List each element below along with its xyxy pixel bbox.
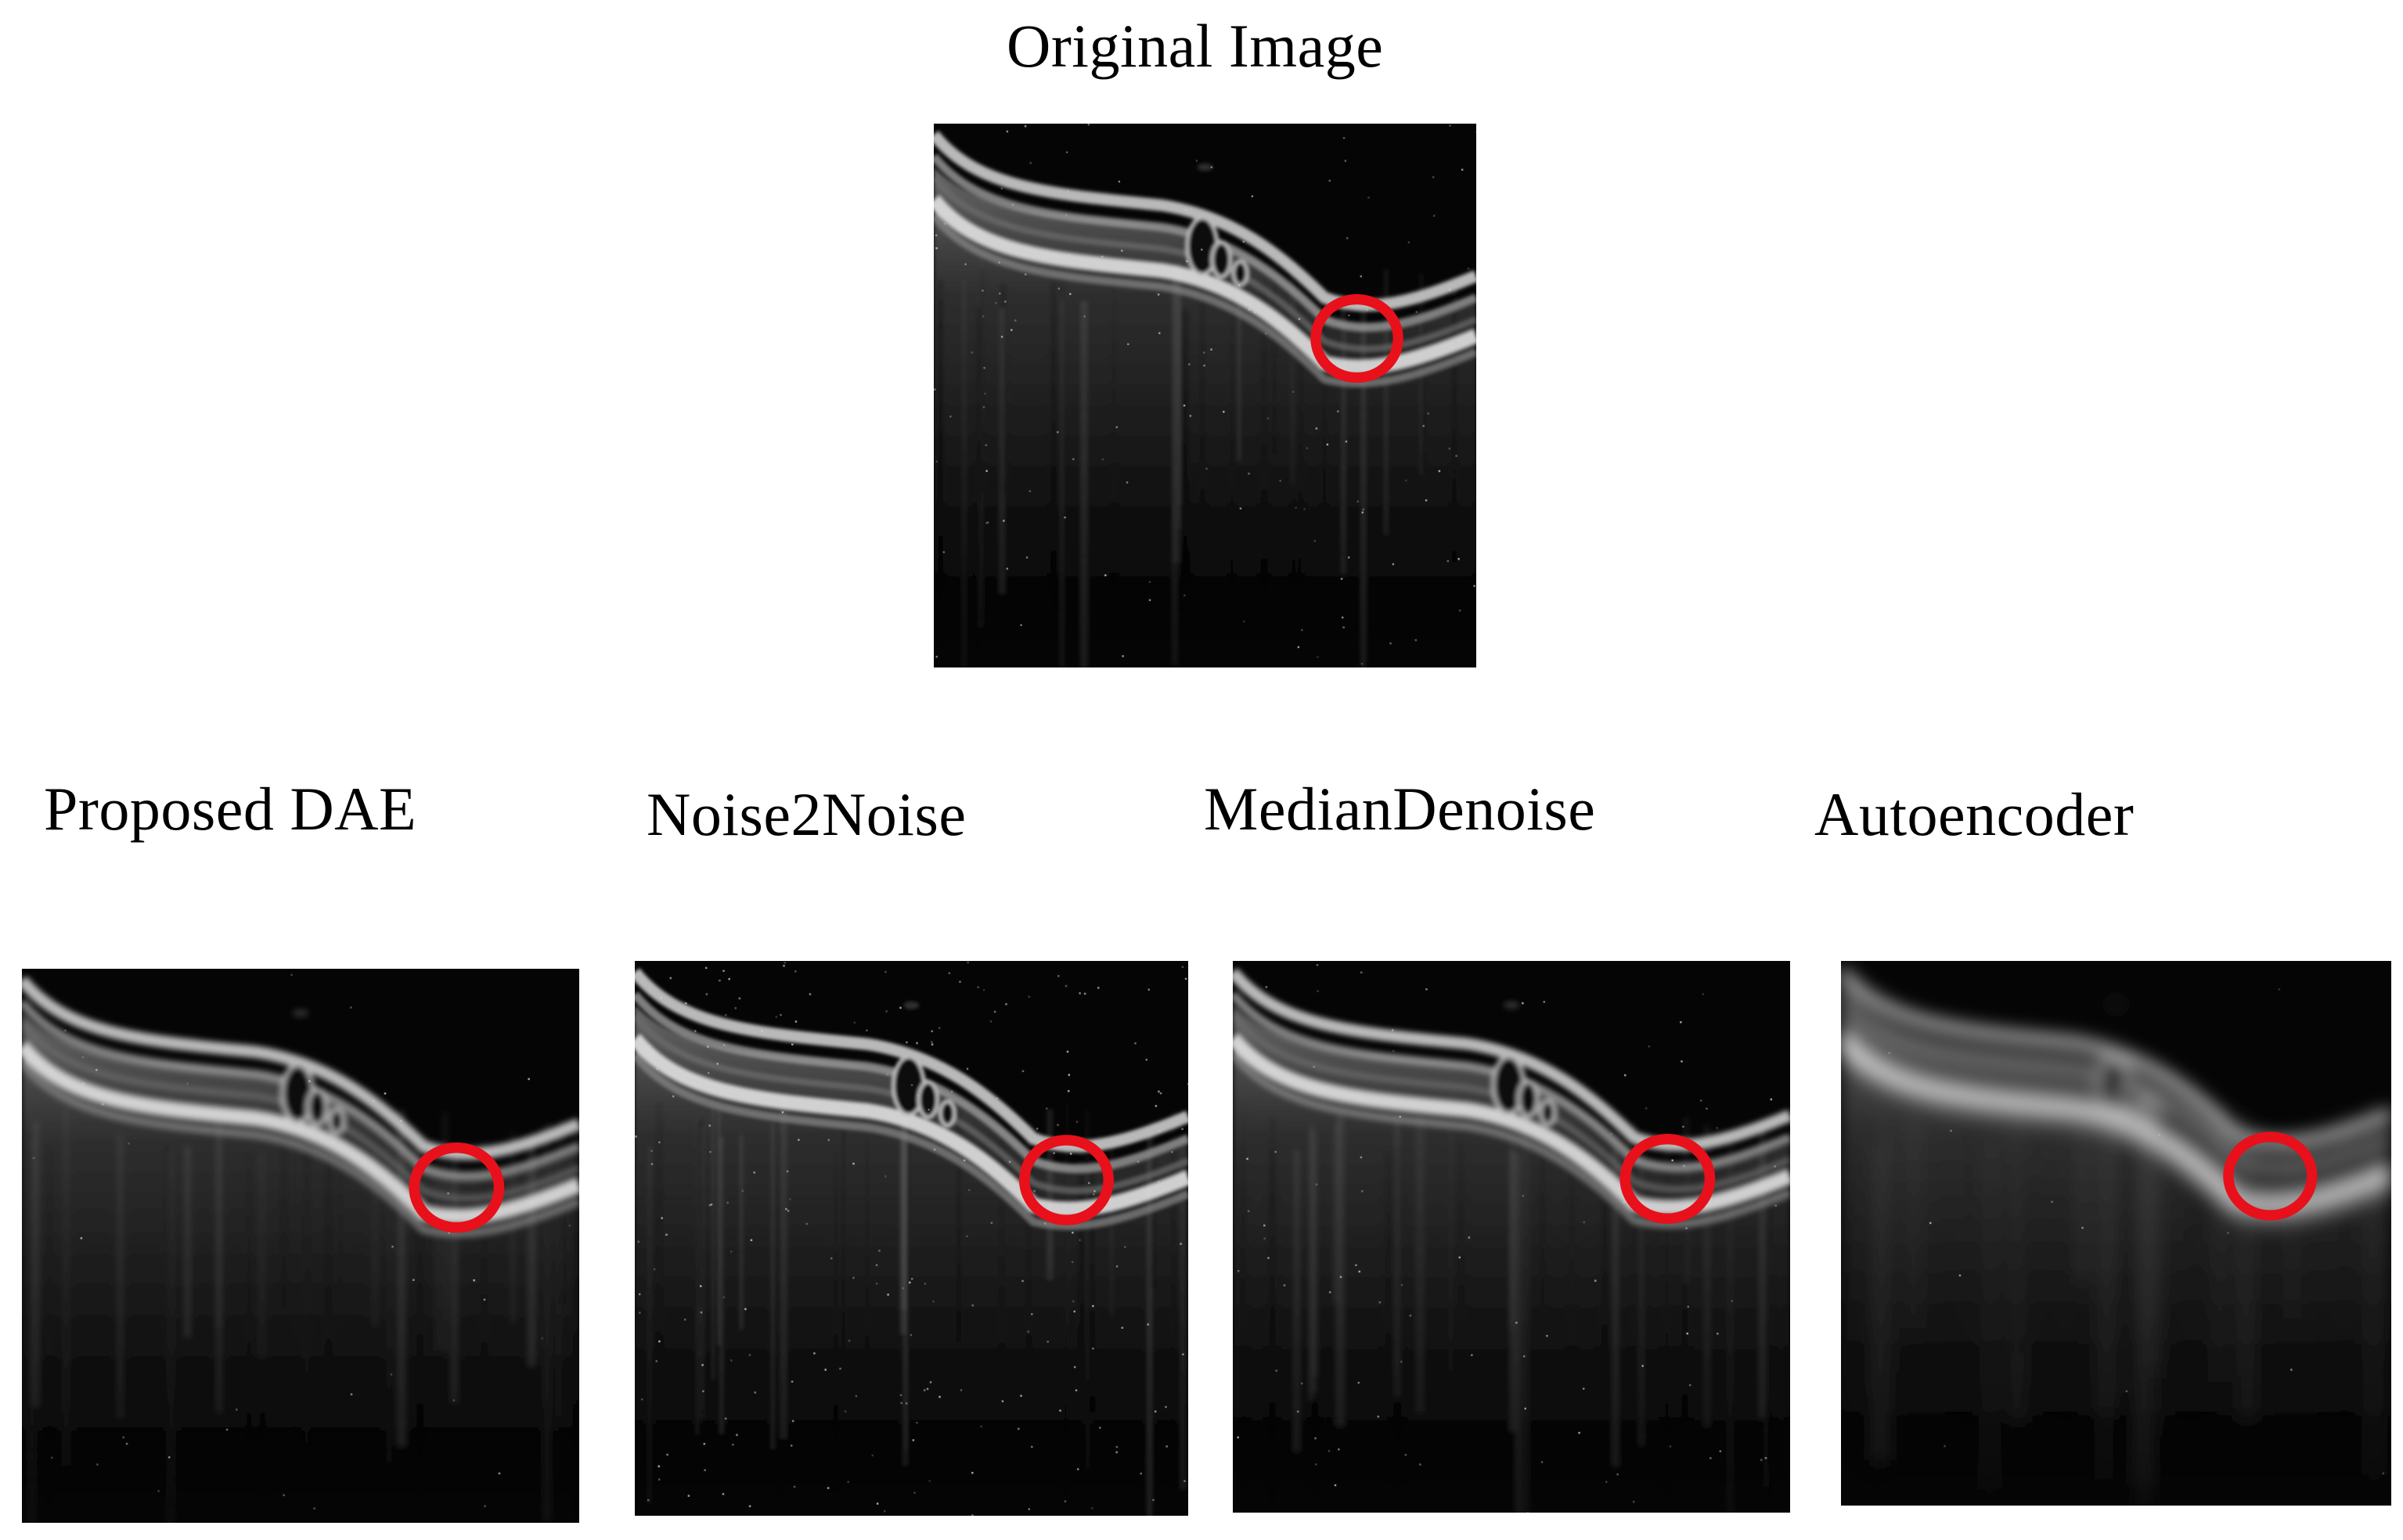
- roi-circle-marker: [1019, 1135, 1114, 1225]
- autoencoder-oct-scan: [1841, 961, 2391, 1506]
- mediandenoise-title: MedianDenoise: [1204, 775, 1596, 843]
- proposed-dae-title: Proposed DAE: [44, 775, 417, 843]
- roi-circle-marker: [2223, 1132, 2318, 1221]
- autoencoder-title: Autoencoder: [1814, 780, 2135, 848]
- noise2noise-title: Noise2Noise: [647, 780, 967, 848]
- roi-circle-marker: [1310, 293, 1403, 383]
- proposed-dae-oct-scan: [22, 969, 579, 1523]
- noise2noise-oct-scan: [635, 961, 1188, 1516]
- roi-circle-marker: [409, 1142, 505, 1233]
- mediandenoise-oct-scan: [1233, 961, 1790, 1513]
- original-image-title: Original Image: [1007, 12, 1384, 80]
- original-oct-scan: [934, 124, 1476, 667]
- roi-circle-marker: [1619, 1134, 1716, 1224]
